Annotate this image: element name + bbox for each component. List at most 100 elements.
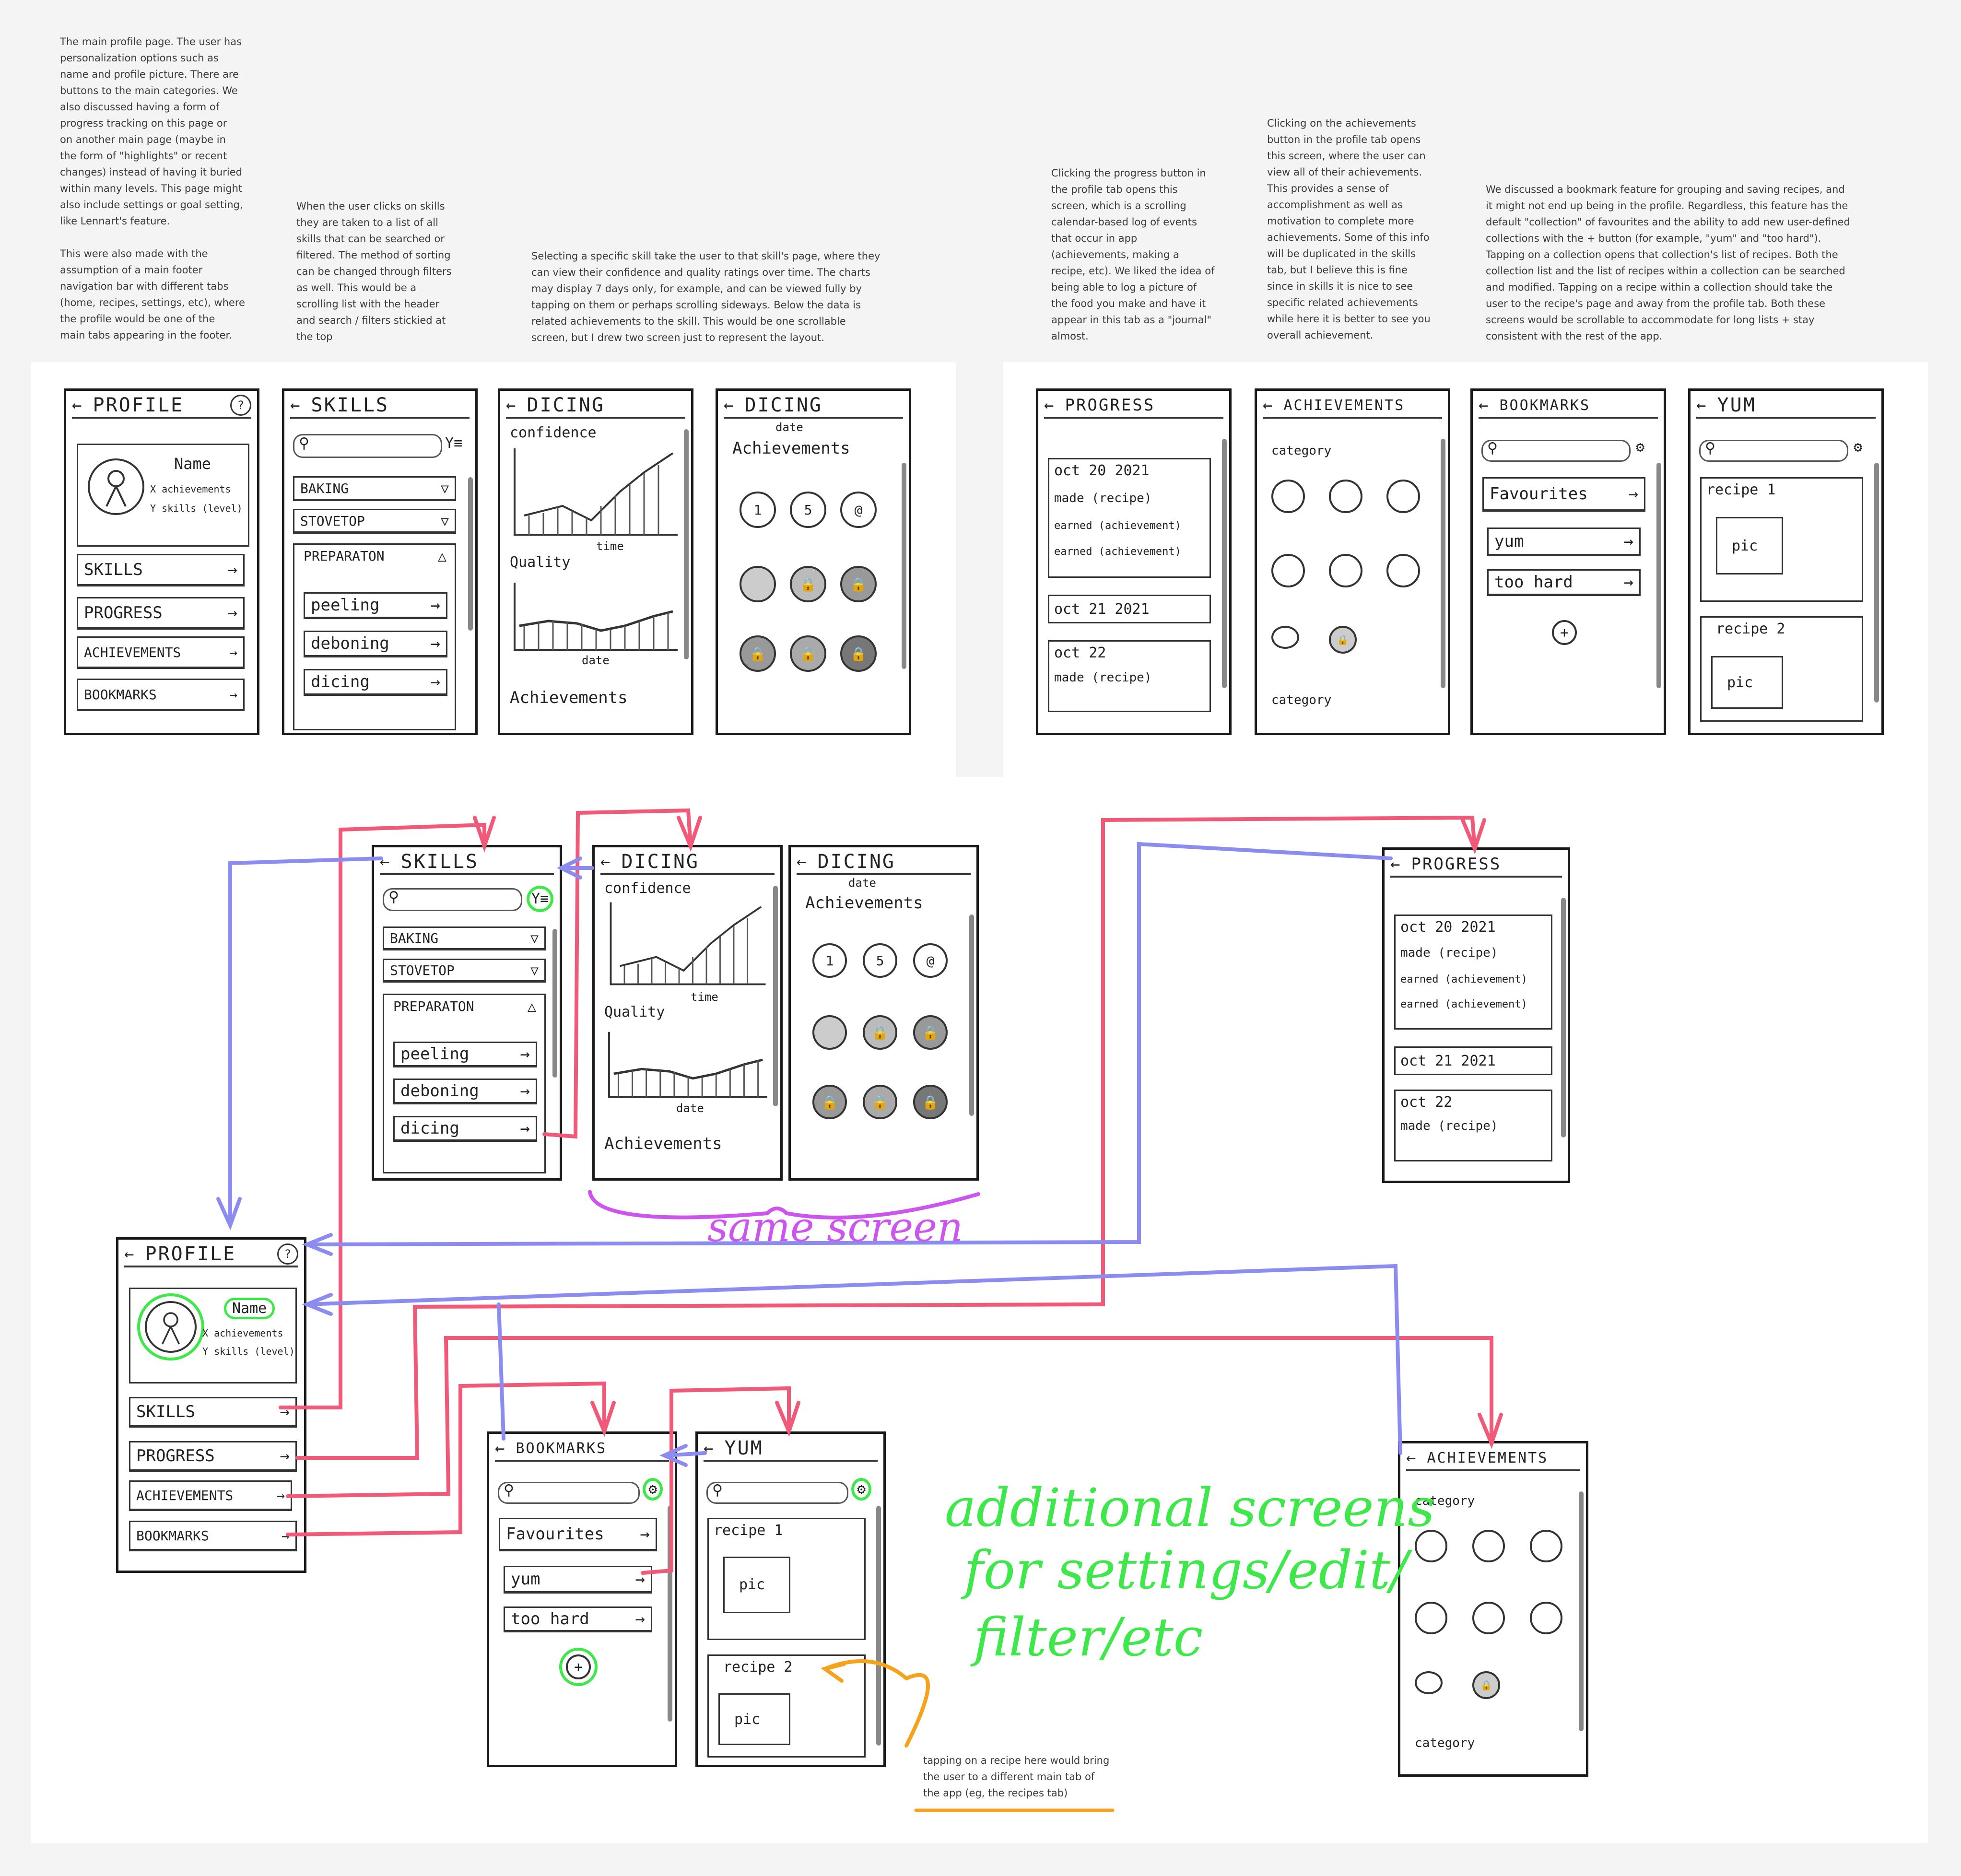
gear-icon[interactable]: ⚙	[851, 1478, 872, 1501]
achievement-badge[interactable]: 1	[812, 943, 847, 978]
achievements-button[interactable]: ACHIEVEMENTS→	[77, 636, 245, 669]
achievement-badge[interactable]: 5	[790, 492, 826, 528]
locked-achievement-badge[interactable]: 🔒	[790, 635, 826, 672]
back-arrow-icon[interactable]: ←	[1044, 396, 1056, 415]
search-input[interactable]	[706, 1482, 848, 1504]
achievement-badge[interactable]	[1329, 480, 1362, 513]
gear-icon[interactable]: ⚙	[643, 1478, 663, 1501]
back-arrow-icon[interactable]: ←	[72, 396, 83, 415]
achievement-badge[interactable]	[1271, 626, 1299, 649]
collection-yum[interactable]: yum→	[504, 1566, 652, 1594]
achievement-badge[interactable]: 1	[740, 492, 776, 528]
locked-achievement-badge[interactable]: 🔒	[1329, 626, 1357, 654]
locked-achievement-badge[interactable]: 🔒	[863, 1015, 897, 1050]
profile-name[interactable]: Name	[224, 1298, 275, 1319]
scrollbar[interactable]	[552, 929, 557, 1078]
locked-achievement-badge[interactable]	[812, 1015, 847, 1050]
achievement-badge[interactable]	[1271, 554, 1305, 587]
achievement-badge[interactable]	[1472, 1530, 1505, 1562]
progress-button[interactable]: PROGRESS→	[77, 597, 245, 630]
scrollbar[interactable]	[1579, 1491, 1584, 1731]
filter-icon[interactable]: Y≡	[445, 435, 463, 452]
confidence-chart[interactable]	[510, 444, 682, 539]
scrollbar[interactable]	[902, 463, 906, 669]
achievement-badge[interactable]	[1472, 1602, 1505, 1634]
search-input[interactable]	[1481, 440, 1631, 462]
achievement-badge[interactable]: 5	[863, 943, 897, 978]
filter-icon[interactable]: Y≡	[527, 886, 554, 912]
achievement-badge[interactable]	[1415, 1671, 1443, 1694]
confidence-chart[interactable]	[604, 898, 772, 989]
achievement-badge[interactable]	[1530, 1530, 1562, 1562]
achievement-badge[interactable]	[1271, 480, 1305, 513]
scrollbar[interactable]	[468, 477, 473, 631]
back-arrow-icon[interactable]: ←	[1390, 855, 1402, 874]
achievement-badge[interactable]: @	[840, 492, 877, 528]
locked-achievement-badge[interactable]: 🔒	[863, 1085, 897, 1119]
gear-icon[interactable]: ⚙	[1854, 439, 1863, 456]
locked-achievement-badge[interactable]: 🔒	[840, 566, 877, 602]
back-arrow-icon[interactable]: ←	[724, 396, 735, 415]
scrollbar[interactable]	[969, 915, 974, 1116]
scrollbar[interactable]	[876, 1506, 881, 1746]
collection-favourites[interactable]: Favourites→	[499, 1518, 657, 1551]
achievement-badge[interactable]	[1415, 1530, 1447, 1562]
profile-name[interactable]: Name	[174, 455, 211, 473]
scrollbar[interactable]	[773, 886, 778, 1106]
locked-achievement-badge[interactable]: 🔒	[790, 566, 826, 602]
back-arrow-icon[interactable]: ←	[1479, 396, 1490, 415]
skill-sub-peeling[interactable]: peeling→	[393, 1042, 537, 1067]
achievement-badge[interactable]: @	[913, 943, 948, 978]
scrollbar[interactable]	[1874, 463, 1879, 703]
achievements-button[interactable]: ACHIEVEMENTS→	[129, 1480, 292, 1511]
scrollbar[interactable]	[668, 1506, 672, 1722]
bookmarks-button[interactable]: BOOKMARKS→	[77, 679, 245, 711]
achievement-badge[interactable]	[1530, 1602, 1562, 1634]
back-arrow-icon[interactable]: ←	[1696, 396, 1708, 415]
skill-item-baking[interactable]: BAKING▽	[383, 926, 546, 950]
achievement-badge[interactable]	[1329, 554, 1362, 587]
skill-sub-dicing[interactable]: dicing→	[393, 1116, 537, 1142]
progress-entry[interactable]: oct 21 2021	[1048, 595, 1211, 623]
recipe-card[interactable]: recipe 2 pic	[1700, 616, 1863, 722]
skill-item-stovetop[interactable]: STOVETOP▽	[383, 959, 546, 983]
back-arrow-icon[interactable]: ←	[704, 1439, 715, 1458]
skill-item-stovetop[interactable]: STOVETOP▽	[293, 509, 456, 534]
avatar[interactable]	[137, 1293, 204, 1360]
quality-chart[interactable]	[604, 1027, 772, 1106]
back-arrow-icon[interactable]: ←	[797, 852, 808, 871]
progress-button[interactable]: PROGRESS→	[129, 1441, 297, 1472]
back-arrow-icon[interactable]: ←	[495, 1439, 506, 1458]
avatar[interactable]	[88, 458, 144, 515]
back-arrow-icon[interactable]: ←	[1406, 1448, 1418, 1467]
locked-achievement-badge[interactable]: 🔒	[913, 1085, 948, 1119]
scrollbar[interactable]	[684, 429, 689, 659]
quality-chart[interactable]	[510, 578, 682, 659]
add-collection-button[interactable]: +	[1552, 620, 1577, 645]
back-arrow-icon[interactable]: ←	[600, 852, 612, 871]
scrollbar[interactable]	[1222, 439, 1227, 688]
locked-achievement-badge[interactable]: 🔒	[812, 1085, 847, 1119]
achievement-badge[interactable]	[1415, 1602, 1447, 1634]
search-input[interactable]	[1699, 440, 1848, 462]
progress-entry[interactable]: oct 21 2021	[1394, 1046, 1552, 1075]
collection-too-hard[interactable]: too hard→	[504, 1606, 652, 1632]
skills-button[interactable]: SKILLS→	[77, 554, 245, 586]
skill-item-baking[interactable]: BAKING▽	[293, 476, 456, 501]
locked-achievement-badge[interactable]: 🔒	[1472, 1671, 1500, 1699]
scrollbar[interactable]	[1561, 898, 1566, 1137]
back-arrow-icon[interactable]: ←	[506, 396, 517, 415]
search-input[interactable]	[383, 888, 522, 911]
progress-entry[interactable]: oct 20 2021 made (recipe) earned (achiev…	[1394, 915, 1552, 1030]
help-icon[interactable]: ?	[277, 1243, 298, 1265]
search-input[interactable]	[293, 434, 442, 458]
skill-sub-deboning[interactable]: deboning→	[393, 1079, 537, 1104]
search-input[interactable]	[498, 1482, 640, 1504]
recipe-card[interactable]: recipe 1 pic	[1700, 477, 1863, 602]
back-arrow-icon[interactable]: ←	[290, 396, 302, 415]
skill-sub-dicing[interactable]: dicing→	[304, 669, 447, 696]
scrollbar[interactable]	[1656, 463, 1661, 688]
skills-button[interactable]: SKILLS→	[129, 1397, 297, 1428]
add-collection-button[interactable]: +	[559, 1648, 598, 1686]
skill-section-preparation[interactable]	[293, 543, 456, 730]
